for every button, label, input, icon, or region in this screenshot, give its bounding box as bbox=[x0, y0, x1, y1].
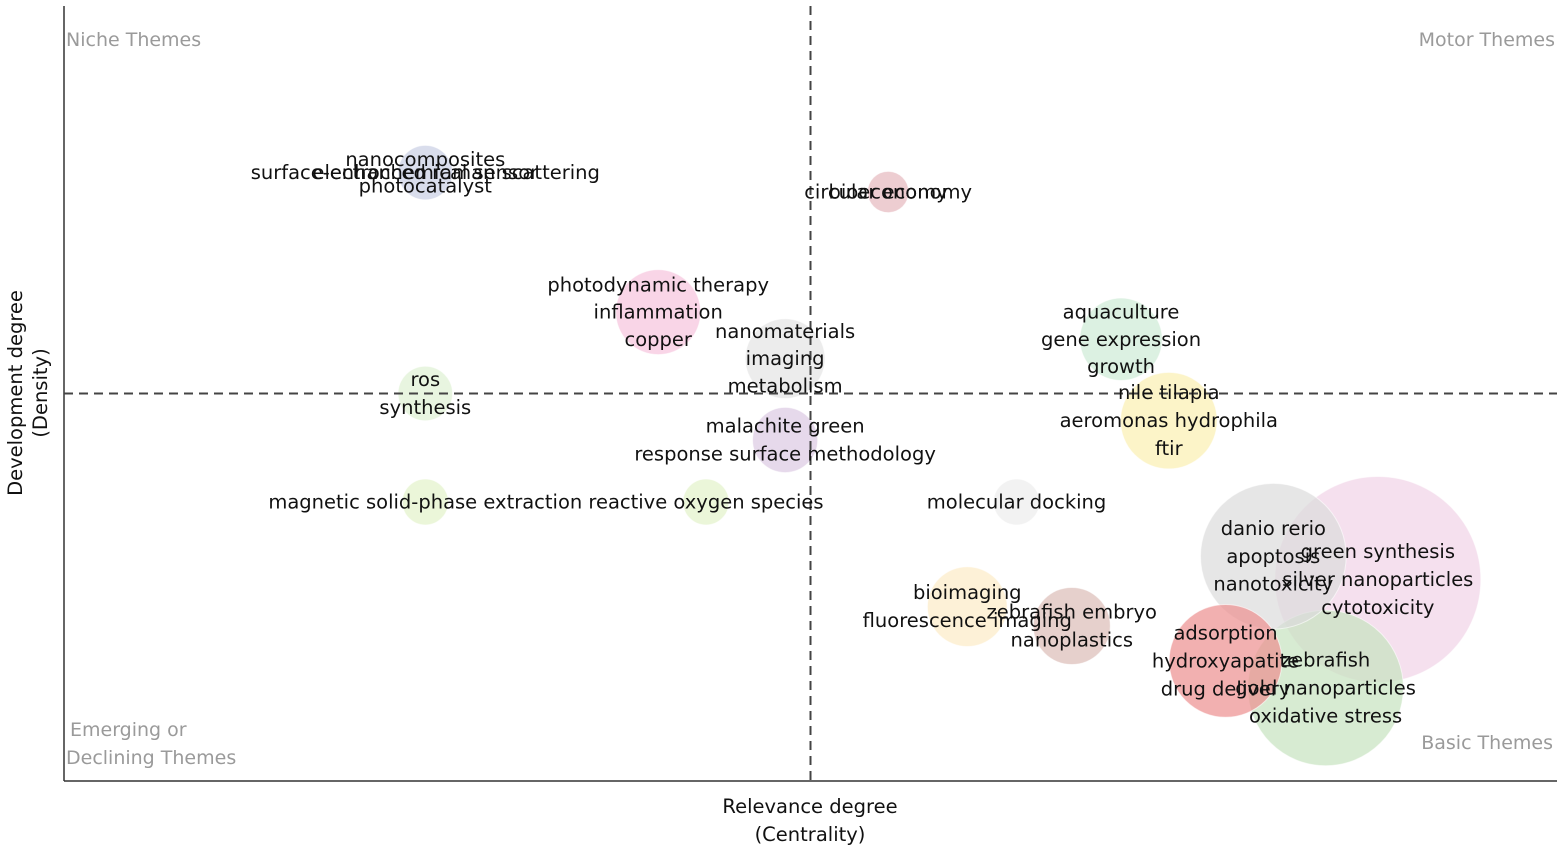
cluster-bubble-13 bbox=[926, 566, 1008, 648]
cluster-label-1-1: bioeconomy bbox=[829, 181, 948, 204]
cluster-label-3-1: imaging bbox=[746, 347, 825, 370]
cluster-label-6-1: aeromonas hydrophila bbox=[1060, 409, 1278, 432]
x-axis-title-line1: Relevance degree bbox=[722, 795, 897, 818]
cluster-bubble-14 bbox=[1032, 586, 1111, 666]
cluster-label-3-2: metabolism bbox=[728, 374, 843, 397]
cluster-label-16-1: gold nanoparticles bbox=[1235, 677, 1416, 700]
cluster-label-0-2: electrochemical sensor bbox=[312, 161, 539, 184]
cluster-bubble-9 bbox=[682, 478, 730, 526]
cluster-label-11-0: danio rerio bbox=[1221, 517, 1326, 540]
cluster-label-2-1: inflammation bbox=[594, 301, 723, 324]
cluster-label-4-2: growth bbox=[1087, 355, 1155, 378]
cluster-bubble-1 bbox=[867, 170, 910, 214]
cluster-label-10-0: molecular docking bbox=[927, 491, 1106, 514]
cluster-label-8-0: magnetic solid-phase extraction bbox=[268, 491, 582, 514]
cluster-label-15-1: hydroxyapatite bbox=[1152, 649, 1299, 672]
quadrant-label-niche: Niche Themes bbox=[66, 29, 201, 51]
cluster-label-16-0: zebrafish bbox=[1281, 649, 1370, 672]
cluster-label-11-1: apoptosis bbox=[1226, 545, 1320, 568]
cluster-label-7-1: response surface methodology bbox=[634, 442, 936, 465]
cluster-label-4-1: gene expression bbox=[1041, 328, 1201, 351]
cluster-bubble-11 bbox=[1199, 482, 1347, 630]
cluster-bubble-6 bbox=[1120, 371, 1218, 470]
cluster-bubble-15 bbox=[1168, 603, 1283, 718]
cluster-label-6-0: nile tilapia bbox=[1118, 381, 1220, 404]
cluster-label-6-2: ftir bbox=[1155, 437, 1184, 460]
quadrant-label-basic: Basic Themes bbox=[1421, 732, 1553, 754]
cluster-label-12-0: green synthesis bbox=[1301, 540, 1455, 563]
cluster-label-0-1: surface-enhanced raman scattering bbox=[251, 161, 600, 184]
cluster-label-14-0: zebrafish embryo bbox=[987, 601, 1157, 624]
cluster-label-0-3: photocatalyst bbox=[359, 174, 493, 197]
x-axis-title-line2: (Centrality) bbox=[755, 823, 866, 846]
cluster-label-13-1: fluorescence imaging bbox=[863, 609, 1072, 632]
cluster-label-12-2: cytotoxicity bbox=[1321, 596, 1434, 619]
cluster-bubble-7 bbox=[752, 406, 819, 474]
cluster-label-15-2: drug delivery bbox=[1161, 677, 1291, 700]
cluster-label-5-0: ros bbox=[410, 368, 440, 391]
cluster-label-2-0: photodynamic therapy bbox=[547, 274, 769, 297]
cluster-label-16-2: oxidative stress bbox=[1249, 704, 1402, 727]
cluster-label-9-0: reactive oxygen species bbox=[588, 491, 823, 514]
quadrant-label-emerging-line2: Declining Themes bbox=[66, 747, 236, 769]
cluster-bubble-4 bbox=[1079, 297, 1163, 381]
cluster-label-5-1: synthesis bbox=[379, 396, 471, 419]
cluster-label-3-0: nanomaterials bbox=[715, 320, 855, 343]
cluster-bubble-3 bbox=[744, 318, 826, 400]
cluster-bubble-0 bbox=[397, 144, 454, 201]
cluster-label-12-1: silver nanoparticles bbox=[1282, 568, 1473, 591]
cluster-label-2-2: copper bbox=[625, 328, 693, 351]
cluster-bubble-8 bbox=[401, 478, 449, 526]
y-axis-title-line2: (Density) bbox=[29, 348, 52, 437]
cluster-label-4-0: aquaculture bbox=[1063, 301, 1180, 324]
cluster-label-11-2: nanotoxicity bbox=[1213, 573, 1333, 596]
quadrant-label-emerging-line1: Emerging or bbox=[70, 719, 187, 741]
y-axis-title-line1: Development degree bbox=[4, 290, 27, 496]
cluster-label-0-0: nanocomposites bbox=[345, 148, 505, 171]
quadrant-label-motor: Motor Themes bbox=[1419, 29, 1555, 51]
cluster-bubble-10 bbox=[993, 478, 1041, 526]
cluster-label-7-0: malachite green bbox=[706, 415, 865, 438]
cluster-label-14-1: nanoplastics bbox=[1011, 628, 1133, 651]
bubbles-layer bbox=[397, 144, 1482, 767]
cluster-bubble-2 bbox=[615, 269, 702, 356]
cluster-label-15-0: adsorption bbox=[1173, 621, 1277, 644]
cluster-label-13-0: bioimaging bbox=[913, 581, 1022, 604]
cluster-label-1-0: circular economy bbox=[804, 181, 972, 204]
